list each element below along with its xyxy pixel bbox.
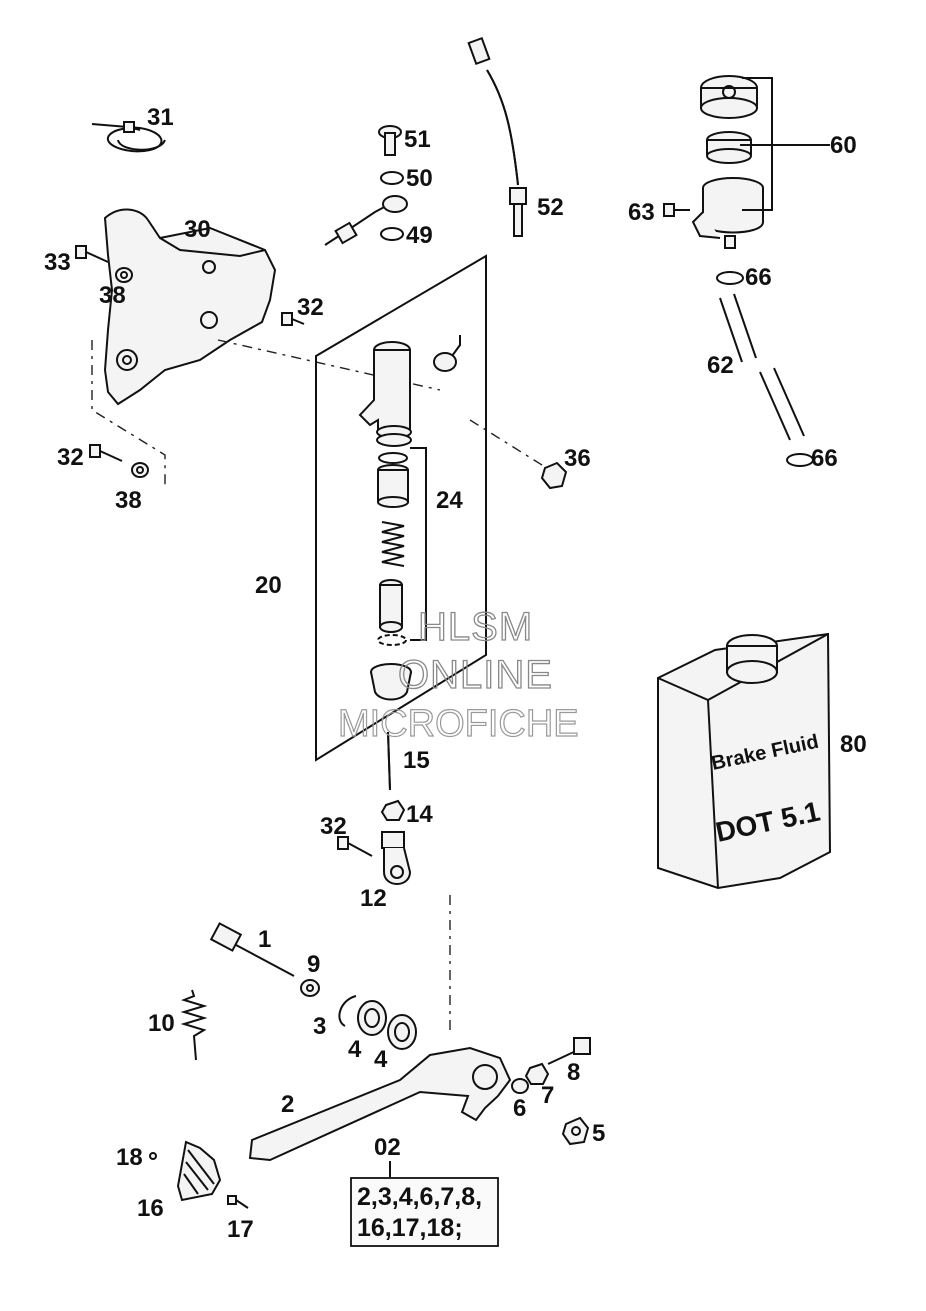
dust-boot-part — [370, 663, 412, 701]
cable-tie-part — [91, 121, 166, 153]
watermark: HLSM ONLINE MICROFICHE — [337, 604, 579, 745]
spring-part — [381, 521, 405, 567]
label-66-top: 66 — [745, 264, 772, 291]
label-62: 62 — [707, 352, 734, 379]
master-cylinder-body-part — [358, 341, 412, 447]
label-38-bottom: 38 — [115, 487, 142, 514]
label-63: 63 — [628, 199, 655, 226]
label-30: 30 — [184, 216, 211, 243]
label-36: 36 — [564, 445, 591, 472]
heel-guard-plate-part — [103, 208, 277, 406]
watermark-line-3: MICROFICHE — [338, 703, 579, 745]
kit-number-label: 02 — [374, 1134, 401, 1161]
brake-light-switch-part — [467, 36, 527, 237]
washer-38-bottom-part — [131, 462, 149, 478]
watermark-line-1: HLSM — [418, 605, 533, 649]
washer-49-part — [380, 227, 404, 241]
kit-contents-line-2: 16,17,18; — [357, 1214, 463, 1242]
bearing-4a-part — [357, 1000, 387, 1036]
hose-clamp-66-top-part — [716, 271, 744, 285]
nut-5-part — [561, 1116, 590, 1146]
label-16: 16 — [137, 1195, 164, 1222]
bolt-32-upper-part — [281, 312, 305, 326]
screw-17-part — [227, 1195, 249, 1209]
pedal-step-16-part — [176, 1140, 222, 1202]
label-33: 33 — [44, 249, 71, 276]
label-14: 14 — [406, 801, 433, 828]
label-20: 20 — [255, 572, 282, 599]
washer-38-top-part — [115, 267, 133, 283]
nut-14-part — [380, 799, 406, 821]
bolt-32-left-part — [89, 444, 123, 462]
label-10: 10 — [148, 1010, 175, 1037]
reservoir-diaphragm-part — [706, 131, 752, 164]
reservoir-body-part — [691, 177, 764, 249]
label-32-left: 32 — [57, 444, 84, 471]
label-17: 17 — [227, 1216, 254, 1243]
label-8: 8 — [567, 1059, 580, 1086]
return-spring-10-part — [180, 989, 208, 1061]
watermark-line-2: ONLINE — [398, 653, 553, 697]
bolt-33-part — [75, 245, 109, 263]
label-32-upper: 32 — [297, 294, 324, 321]
washer-6-part — [511, 1078, 529, 1094]
washer-50-part — [380, 171, 404, 185]
label-7: 7 — [541, 1082, 554, 1109]
kit-contents-line-1: 2,3,4,6,7,8, — [357, 1183, 482, 1211]
label-1: 1 — [258, 926, 271, 953]
label-12: 12 — [360, 885, 387, 912]
nut-36-part — [540, 461, 568, 490]
label-15: 15 — [403, 747, 430, 774]
push-rod-part — [387, 731, 391, 791]
seal-sleeve-part — [377, 464, 409, 508]
master-cylinder-kit-frame — [315, 254, 487, 762]
bearing-4b-part — [387, 1014, 417, 1050]
label-6: 6 — [513, 1095, 526, 1122]
brake-fluid-bottle-part: Brake Fluid DOT 5.1 — [657, 632, 832, 890]
hose-clamp-66-bottom-part — [786, 453, 814, 467]
label-24: 24 — [436, 487, 463, 514]
label-2: 2 — [281, 1091, 294, 1118]
brake-pedal-2-part — [248, 1046, 512, 1162]
label-52: 52 — [537, 194, 564, 221]
banjo-bolt-51-part — [378, 125, 402, 156]
banjo-fitting-part — [324, 195, 408, 246]
washer-9-part — [300, 979, 320, 997]
label-49: 49 — [406, 222, 433, 249]
hose-62-part — [719, 293, 805, 441]
part-labels: 31 30 33 38 32 38 32 51 50 49 52 60 63 6… — [44, 104, 867, 1243]
screw-63-part — [663, 203, 690, 217]
label-3: 3 — [313, 1013, 326, 1040]
label-51: 51 — [404, 126, 431, 153]
elbow-fitting-part — [433, 335, 461, 372]
reservoir-cap-part — [700, 75, 758, 119]
o-ring-part — [378, 452, 408, 464]
ball-18-part — [149, 1152, 157, 1160]
label-32-clevis: 32 — [320, 813, 347, 840]
pivot-bolt-1-part — [209, 922, 295, 977]
label-4b: 4 — [374, 1046, 388, 1073]
clevis-12-part — [381, 831, 412, 885]
label-66-bottom: 66 — [811, 445, 838, 472]
circlip-part — [377, 634, 407, 646]
piston-part — [379, 579, 403, 633]
bolt-32-clevis-part — [337, 836, 373, 857]
label-9: 9 — [307, 951, 320, 978]
bolt-8-part — [547, 1037, 591, 1065]
kit-box: 02 2,3,4,6,7,8, 16,17,18; — [350, 1134, 499, 1247]
label-18: 18 — [116, 1144, 143, 1171]
nut-7-part — [524, 1062, 550, 1085]
label-80: 80 — [840, 731, 867, 758]
label-60: 60 — [830, 132, 857, 159]
label-31: 31 — [147, 104, 174, 131]
circlip-3-part — [338, 995, 357, 1027]
label-5: 5 — [592, 1120, 605, 1147]
label-4a: 4 — [348, 1036, 362, 1063]
label-50: 50 — [406, 165, 433, 192]
label-38-top: 38 — [99, 282, 126, 309]
